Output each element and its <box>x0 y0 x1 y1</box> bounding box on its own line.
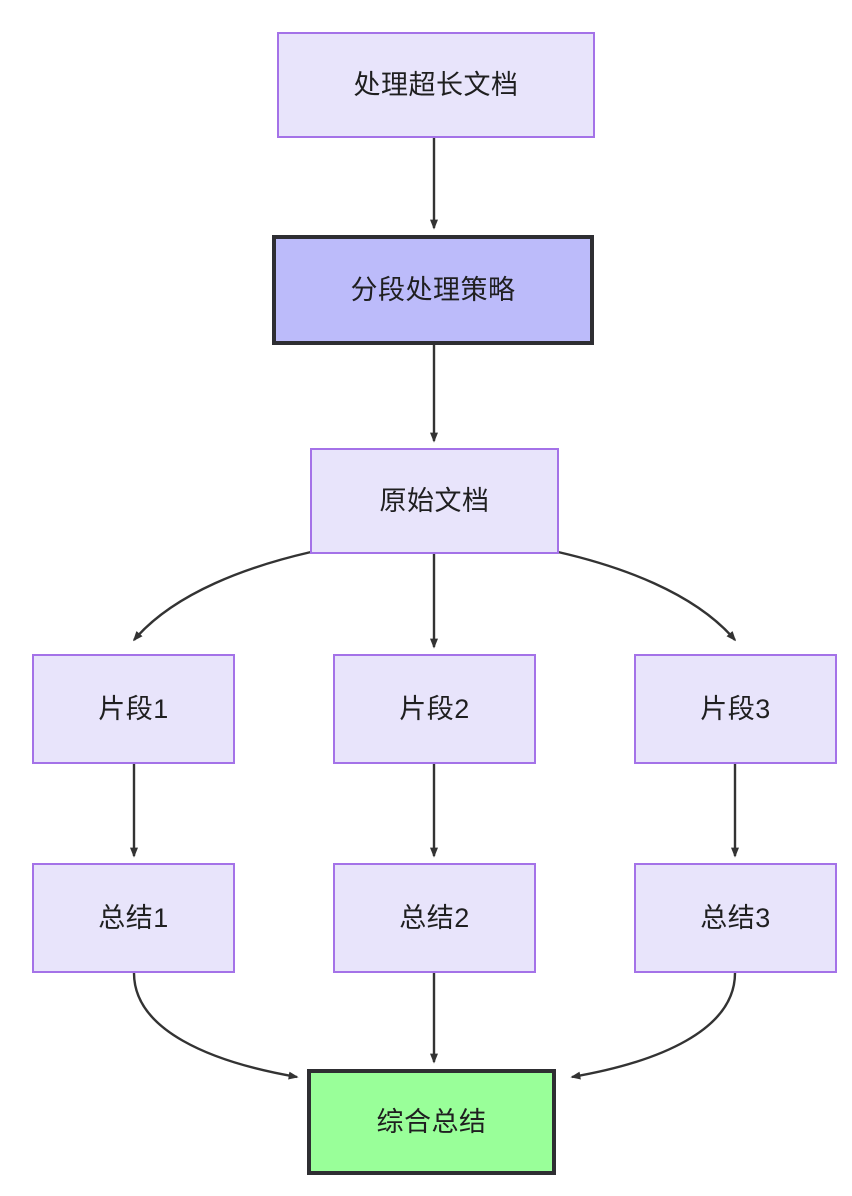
node-label: 片段1 <box>98 693 169 724</box>
edge-n9-n10 <box>570 972 737 1080</box>
node-process-long-document[interactable]: 处理超长文档 <box>277 32 595 138</box>
node-fragment-3[interactable]: 片段3 <box>634 654 837 764</box>
node-label: 原始文档 <box>379 485 490 516</box>
node-label: 片段3 <box>700 693 771 724</box>
node-summary-3[interactable]: 总结3 <box>634 863 837 973</box>
node-comprehensive-summary[interactable]: 综合总结 <box>307 1069 556 1175</box>
node-chunking-strategy[interactable]: 分段处理策略 <box>272 235 594 345</box>
edge-n3-n4 <box>132 550 312 642</box>
node-original-document[interactable]: 原始文档 <box>310 448 559 554</box>
node-label: 综合总结 <box>376 1106 487 1137</box>
node-summary-1[interactable]: 总结1 <box>32 863 235 973</box>
edge-n3-n6 <box>557 550 737 642</box>
node-label: 片段2 <box>399 693 470 724</box>
node-label: 总结2 <box>399 902 470 933</box>
node-fragment-2[interactable]: 片段2 <box>333 654 536 764</box>
node-label: 分段处理策略 <box>350 274 516 305</box>
node-label: 总结3 <box>700 902 771 933</box>
node-label: 处理超长文档 <box>353 69 519 100</box>
node-summary-2[interactable]: 总结2 <box>333 863 536 973</box>
node-fragment-1[interactable]: 片段1 <box>32 654 235 764</box>
edge-n7-n10 <box>132 972 299 1080</box>
node-label: 总结1 <box>98 902 169 933</box>
